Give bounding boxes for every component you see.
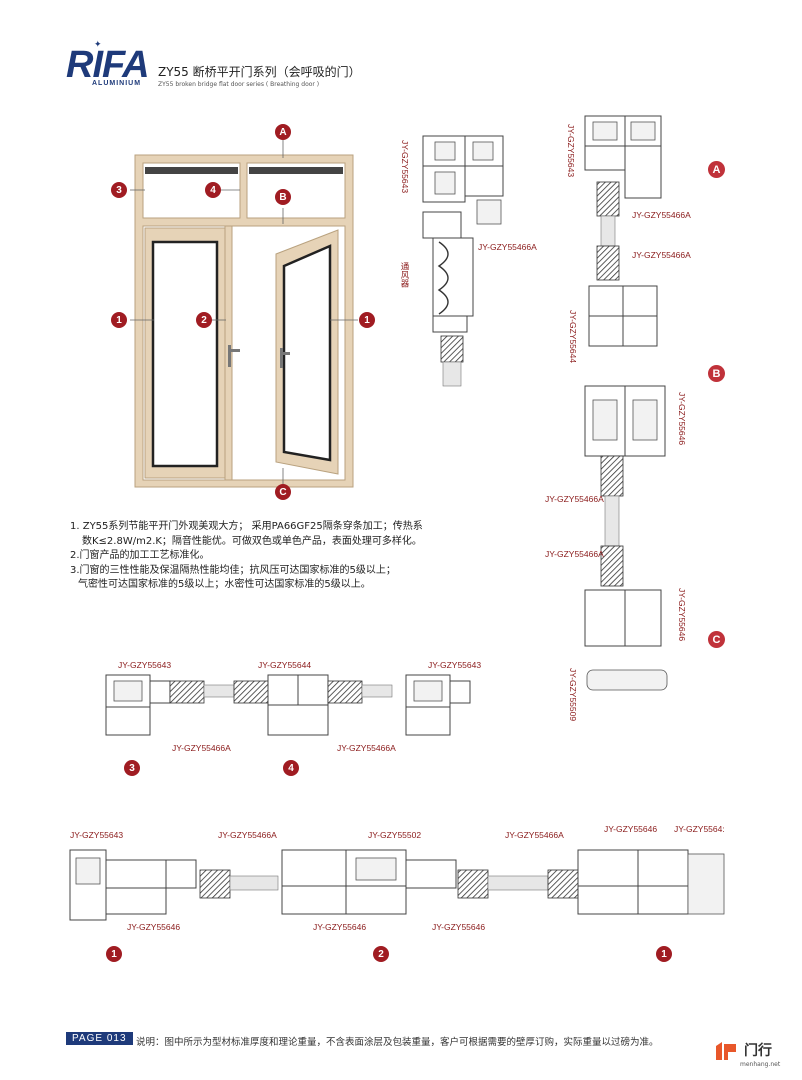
section-horizontal-3-4 [105, 674, 471, 736]
door-marker-1-left: 1 [111, 312, 127, 328]
footer-note: 说明：图中所示为型材标准厚度和理论重量，不含表面涂层及包装重量，客户可根据需要的… [136, 1037, 659, 1048]
watermark-text: 门行 [744, 1043, 772, 1059]
label-h121-55646-1: JY-GZY55646 [127, 922, 181, 932]
section-marker-4: 4 [283, 760, 299, 776]
label-right-55466a-2: JY-GZY55466A [632, 250, 691, 260]
logo-subtext: ALUMINIUM [92, 80, 142, 87]
label-right-55466a-3: JY-GZY55466A [545, 494, 604, 504]
label-h121-55646-3: JY-GZY55646 [432, 922, 486, 932]
section-marker-1-left: 1 [106, 946, 122, 962]
door-marker-1-right: 1 [359, 312, 375, 328]
section-right-vertical [584, 115, 668, 691]
page-number: PAGE 013 [66, 1032, 133, 1045]
label-h121-5564-cut: JY-GZY5564: [674, 824, 725, 834]
section-marker-2: 2 [373, 946, 389, 962]
description-line-1: 1. ZY55系列节能平开门外观美观大方； 采用PA66GF25隔条穿条加工；传… [70, 521, 423, 532]
label-right-55644: JY-GZY55644 [568, 310, 578, 364]
section-marker-1-right: 1 [656, 946, 672, 962]
label-right-55646-2: JY-GZY55646 [677, 588, 687, 642]
description-line-5: 气密性可达国家标准的5级以上；水密性可达国家标准的5级以上。 [78, 579, 371, 590]
logo-text: RIFA [66, 44, 150, 86]
section-badge-a: A [708, 161, 725, 178]
label-vertical-55643: JY-GZY55643 [400, 140, 410, 194]
label-right-55643: JY-GZY55643 [566, 124, 576, 178]
star-icon: ✦ [94, 40, 102, 50]
door-marker-3: 3 [111, 182, 127, 198]
label-h121-55646-2: JY-GZY55646 [313, 922, 367, 932]
door-marker-2: 2 [196, 312, 212, 328]
label-h34-55643-right: JY-GZY55643 [428, 660, 482, 670]
section-badge-c: C [708, 631, 725, 648]
label-right-55646-1: JY-GZY55646 [677, 392, 687, 446]
label-h34-55466a-right: JY-GZY55466A [337, 743, 396, 753]
door-marker-c: C [275, 484, 291, 500]
product-description: 1. ZY55系列节能平开门外观美观大方； 采用PA66GF25隔条穿条加工；传… [70, 520, 423, 593]
door-marker-b: B [275, 189, 291, 205]
label-h34-55643-left: JY-GZY55643 [118, 660, 172, 670]
door-marker-4: 4 [205, 182, 221, 198]
label-55466a-mid: JY-GZY55466A [478, 242, 537, 252]
label-h121-55466a-2: JY-GZY55466A [505, 830, 564, 840]
label-h34-55644: JY-GZY55644 [258, 660, 312, 670]
page-title: ZY55 断桥平开门系列（会呼吸的门） [158, 65, 361, 79]
page-subtitle: ZY55 broken bridge flat door series ( Br… [158, 81, 320, 88]
label-h121-55643: JY-GZY55643 [70, 830, 124, 840]
label-right-55466a-1: JY-GZY55466A [632, 210, 691, 220]
description-line-3: 2.门窗产品的加工工艺标准化。 [70, 550, 210, 561]
label-h121-55646-top: JY-GZY55646 [604, 824, 658, 834]
label-h121-55466a-1: JY-GZY55466A [218, 830, 277, 840]
label-h121-55502: JY-GZY55502 [368, 830, 422, 840]
section-horizontal-1-2-1 [69, 849, 725, 921]
label-right-55466a-4: JY-GZY55466A [545, 549, 604, 559]
section-badge-b: B [708, 365, 725, 382]
description-line-2: 数K≤2.8W/m2.K；隔音性能优。可做双色或单色产品，表面处理可多样化。 [82, 535, 422, 547]
door-marker-a: A [275, 124, 291, 140]
label-right-55509: JY-GZY55509 [568, 668, 578, 722]
brand-logo: RIFA ALUMINIUM ✦ [66, 40, 150, 87]
description-line-4: 3.门窗的三性性能及保温隔热性能均佳；抗风压可达国家标准的5级以上； [70, 564, 396, 576]
section-vent-vertical [422, 135, 504, 387]
door-elevation [130, 140, 358, 488]
label-h34-55466a-left: JY-GZY55466A [172, 743, 231, 753]
watermark-subtext: menhang.net [740, 1061, 781, 1068]
section-marker-3: 3 [124, 760, 140, 776]
label-vent: 通风器 [400, 262, 410, 288]
watermark-logo-icon [714, 1040, 738, 1062]
